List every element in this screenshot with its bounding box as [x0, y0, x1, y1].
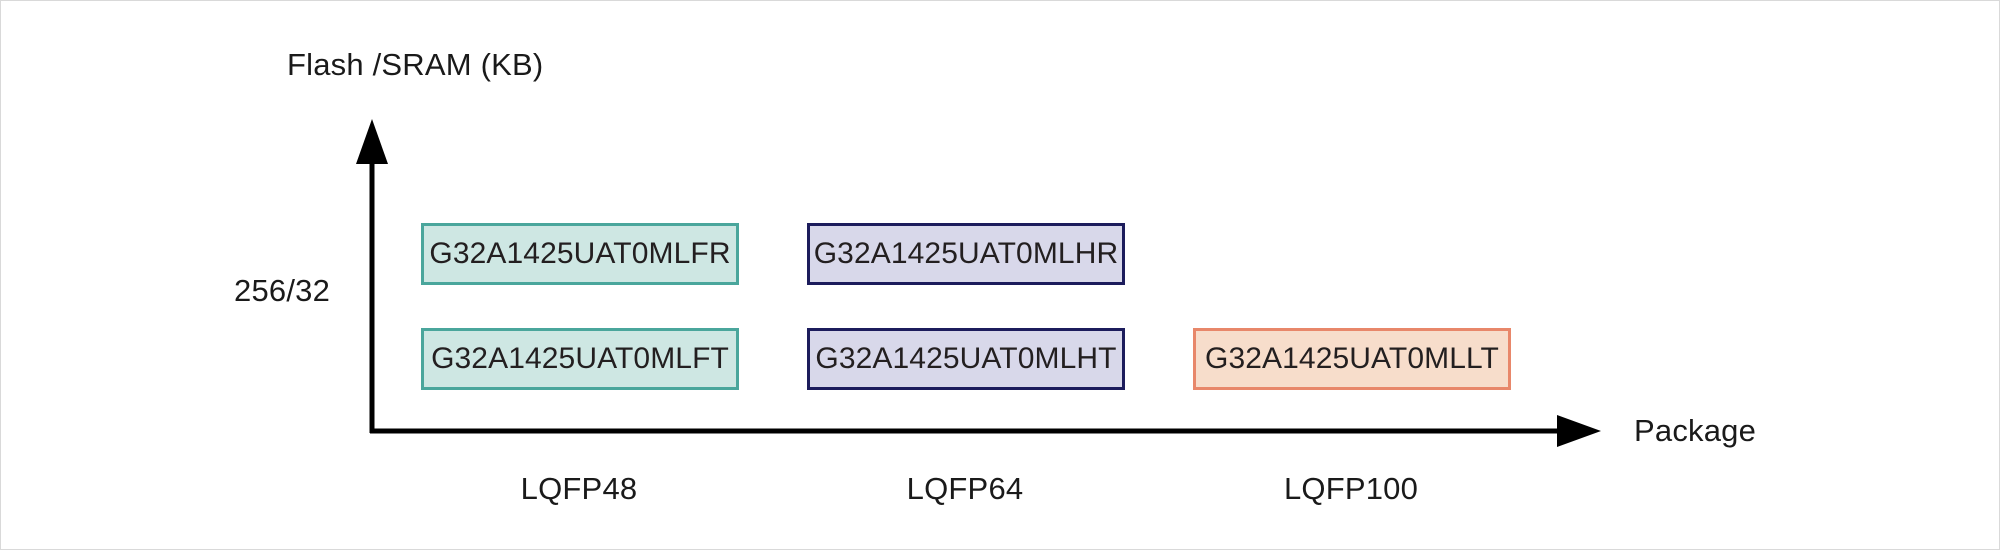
part-number-box[interactable]: G32A1425UAT0MLHR: [807, 223, 1125, 285]
part-number-box[interactable]: G32A1425UAT0MLLT: [1193, 328, 1511, 390]
arrow-up-icon: [356, 119, 388, 164]
x-axis-title: Package: [1634, 413, 1757, 448]
x-axis-tick-lqfp100: LQFP100: [1283, 471, 1419, 506]
arrow-right-icon: [1557, 415, 1601, 447]
x-axis-tick-lqfp48: LQFP48: [520, 471, 638, 506]
y-axis-title: Flash /SRAM (KB): [287, 47, 544, 82]
y-axis-tick-label: 256/32: [234, 273, 331, 308]
part-number-box[interactable]: G32A1425UAT0MLFT: [421, 328, 739, 390]
x-axis-tick-lqfp64: LQFP64: [906, 471, 1024, 506]
part-number-box[interactable]: G32A1425UAT0MLHT: [807, 328, 1125, 390]
part-number-box[interactable]: G32A1425UAT0MLFR: [421, 223, 739, 285]
